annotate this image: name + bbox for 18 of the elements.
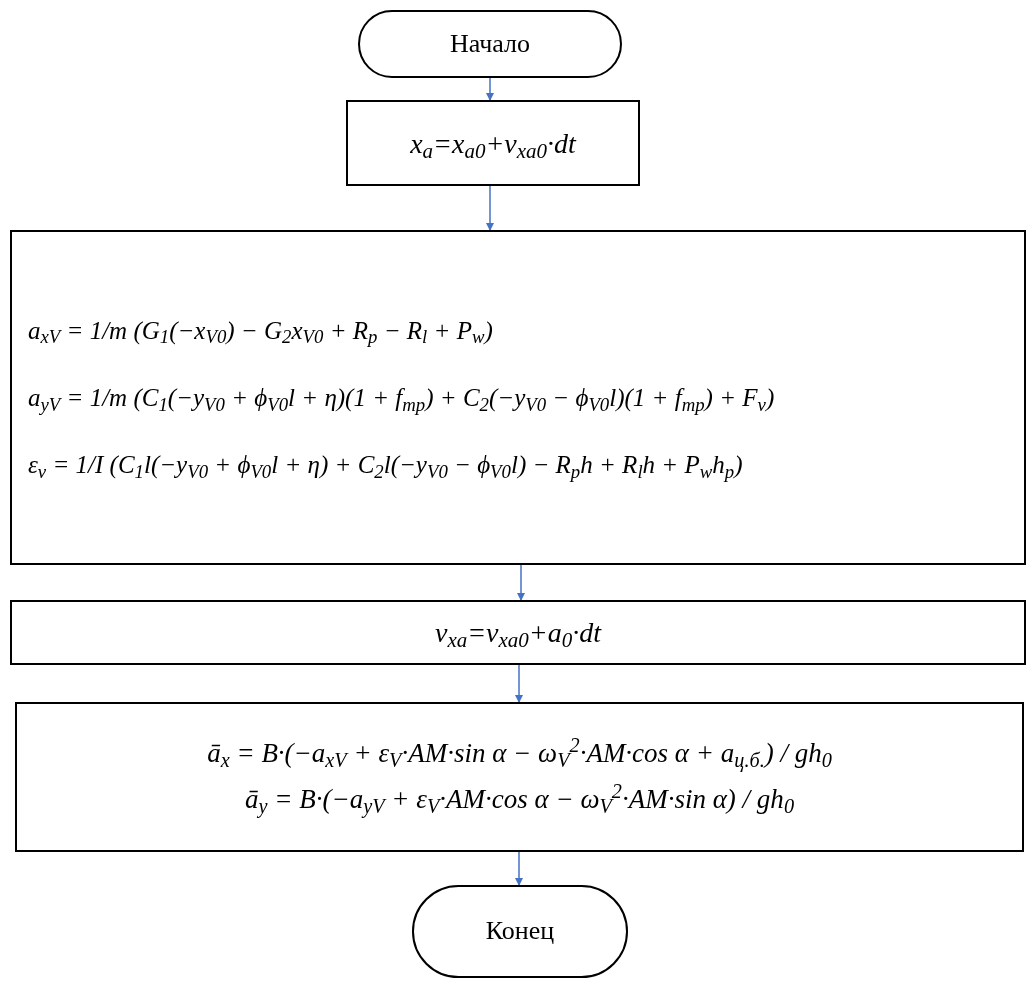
formula: ā$_{y}$ = B·(−a$_{yV}$ + ε$_{V}$·AM·cos α − ω$_{V}$$^{2}$·AM·sin α) / gh$_{0}$ (245, 783, 794, 817)
process-box (10, 600, 1026, 665)
formula: ε$_{v}$ = 1/I (C$_{1}$l(−y$_{V0}$ + ϕ$_{V0}$l + η) + C$_{2}$l(−y$_{V0}$ − ϕ$_{V0}$l) − R$_{p}$h + R$_{l}$h + P$_{w}$h$_{p}$) (28, 450, 744, 481)
formula: a$_{xV}$ = 1/m (G$_{1}$(−x$_{V0}$) − G$_{2}$x$_{V0}$ + R$_{p}$ − R$_{l}$ + P$_{w}$) (28, 315, 494, 346)
process-box (346, 100, 640, 186)
arrow (515, 851, 523, 886)
arrow (515, 664, 523, 703)
formula: v$_{xa}$=v$_{xa0}$+a$_{0}$·dt (434, 616, 602, 650)
process-box (10, 230, 1026, 565)
arrow (517, 564, 525, 601)
formula: a$_{yV}$ = 1/m (C$_{1}$(−y$_{V0}$ + ϕ$_{V0}$l + η)(1 + f$_{mp}$) + C$_{2}$(−y$_{V0}$ − ϕ$_{V0}$l)(1 + f$_{mp}$) + F$_{v}$) (28, 382, 776, 414)
formula: x$_{a}$=x$_{a0}$+v$_{xa0}$·dt (410, 126, 576, 161)
formula: ā$_{x}$ = B·(−a$_{xV}$ + ε$_{V}$·AM·sin α − ω$_{V}$$^{2}$·AM·cos α + a$_{ц.б.}$) / gh$_{0}$ (207, 737, 832, 771)
terminal-label: Начало (449, 27, 531, 60)
terminal-label: Конец (485, 915, 555, 948)
arrow (486, 185, 494, 231)
arrow (486, 77, 494, 101)
process-box (15, 702, 1024, 852)
